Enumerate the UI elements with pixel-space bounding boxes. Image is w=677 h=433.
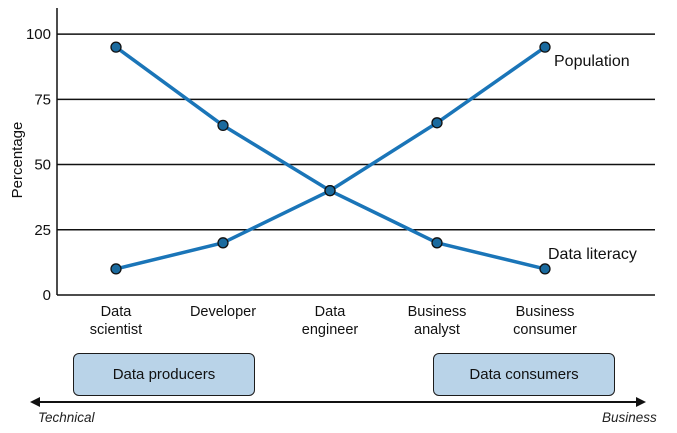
y-tick-labels: 0 25 50 75 100 bbox=[26, 26, 51, 304]
data-point bbox=[110, 41, 122, 53]
gridlines bbox=[57, 33, 655, 231]
y-tick-50: 50 bbox=[34, 157, 51, 174]
data-point bbox=[539, 263, 551, 275]
data-point bbox=[110, 263, 122, 275]
x-category-4: Business consumer bbox=[513, 304, 577, 338]
series-line-0 bbox=[114, 45, 546, 271]
x-category-labels: Data scientist Developer Data engineer Busine… bbox=[90, 304, 577, 338]
x-category-line: Business bbox=[516, 304, 575, 320]
data-producers-label: Data producers bbox=[112, 366, 216, 383]
x-category-line: Data bbox=[315, 304, 347, 320]
x-category-line: scientist bbox=[90, 322, 142, 338]
technical-label: Technical bbox=[38, 410, 95, 425]
y-tick-75: 75 bbox=[34, 91, 51, 108]
data-point bbox=[217, 237, 229, 249]
x-category-2: Data engineer bbox=[302, 304, 359, 338]
axes bbox=[56, 8, 655, 296]
data-point bbox=[431, 117, 443, 129]
data-consumers-box: Data consumers bbox=[433, 353, 615, 396]
data-point bbox=[324, 184, 336, 197]
series-line-1 bbox=[115, 45, 547, 271]
data-point bbox=[217, 119, 229, 132]
y-tick-25: 25 bbox=[34, 222, 51, 239]
data-producers-box: Data producers bbox=[73, 353, 255, 396]
x-category-line: consumer bbox=[513, 322, 577, 338]
data-point bbox=[431, 237, 443, 249]
x-category-line: engineer bbox=[302, 322, 359, 338]
x-category-0: Data scientist bbox=[90, 304, 142, 338]
data-point bbox=[539, 41, 551, 53]
series-label-data-literacy: Data literacy bbox=[548, 246, 637, 263]
series-lines bbox=[114, 45, 547, 271]
y-tick-100: 100 bbox=[26, 26, 51, 43]
technical-business-arrow bbox=[30, 397, 646, 407]
data-consumers-label: Data consumers bbox=[469, 366, 579, 383]
y-axis-label: Percentage bbox=[9, 122, 26, 199]
x-category-line: Data bbox=[101, 304, 133, 320]
series-points bbox=[110, 41, 551, 275]
x-category-line: Business bbox=[408, 304, 467, 320]
business-label: Business bbox=[602, 410, 657, 425]
series-label-population: Population bbox=[554, 53, 630, 70]
y-tick-0: 0 bbox=[43, 287, 51, 304]
line-chart: 0 25 50 75 100 Data scientist Developer Data eng… bbox=[9, 8, 655, 338]
x-category-line: Developer bbox=[190, 304, 256, 320]
x-category-line: analyst bbox=[414, 322, 460, 338]
x-category-1: Developer bbox=[190, 304, 256, 320]
x-category-3: Business analyst bbox=[408, 304, 467, 338]
